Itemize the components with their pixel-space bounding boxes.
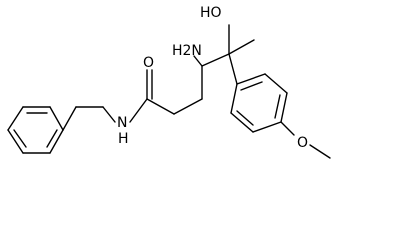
double-bond-inner <box>240 81 263 91</box>
hydroxyl-label: HO <box>200 5 222 21</box>
aryl-bond <box>228 53 238 85</box>
amide-hydrogen-label: H <box>118 131 129 147</box>
methoxy-methyl-bond <box>309 144 331 159</box>
bond <box>7 129 24 154</box>
bond <box>230 83 238 114</box>
bond <box>49 129 64 154</box>
bond <box>236 73 266 85</box>
amide-chain <box>62 24 255 131</box>
bond <box>7 106 24 131</box>
bond <box>264 73 288 94</box>
chemical-structure-diagram: HO H2N O N H O <box>7 5 331 159</box>
bond <box>146 98 175 115</box>
atom-labels: HO H2N O N H O <box>117 5 308 151</box>
amino-label: H2N <box>172 43 202 59</box>
bond <box>173 98 203 115</box>
bond <box>62 106 77 131</box>
structure-svg: HO H2N O N H O <box>7 5 331 159</box>
bond <box>49 106 64 131</box>
bond <box>102 106 116 123</box>
double-bond-inner <box>236 110 254 126</box>
double-bond-inner <box>46 129 58 148</box>
bond <box>230 112 254 133</box>
bond <box>280 92 288 123</box>
methyl-bond <box>228 39 255 55</box>
bond <box>129 98 148 123</box>
bond <box>201 53 230 67</box>
carbonyl-oxygen-label: O <box>143 55 154 71</box>
bond <box>252 121 282 133</box>
benzyl-phenyl-ring <box>7 106 64 154</box>
methoxy-bond <box>280 121 295 136</box>
double-bond-inner <box>274 94 281 119</box>
amide-nitrogen-label: N <box>117 115 127 131</box>
amino-bond <box>193 55 203 67</box>
double-bond-inner <box>13 129 27 148</box>
methoxyphenyl-ring <box>230 73 331 159</box>
methoxy-oxygen-label: O <box>297 135 308 151</box>
